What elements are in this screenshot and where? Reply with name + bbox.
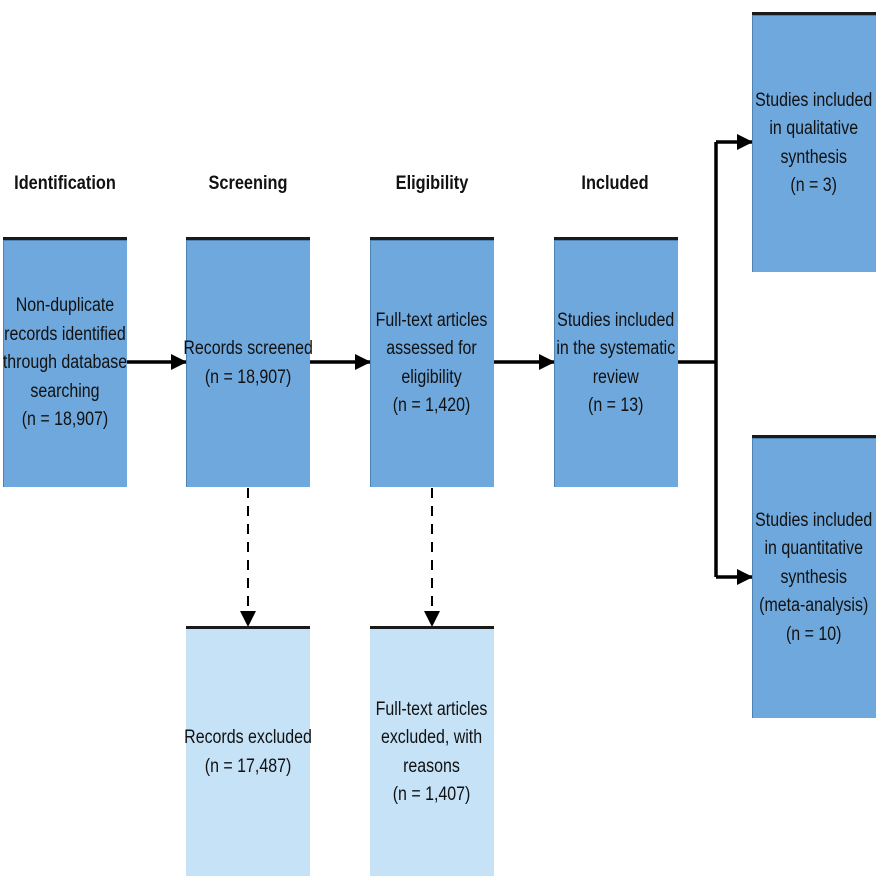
fulltext-excluded-line: reasons	[403, 755, 461, 777]
quantitative-line: synthesis	[780, 566, 848, 588]
records-excluded-box: Records excluded (n = 17,487)	[184, 626, 312, 876]
qualitative-line: in qualitative	[769, 118, 859, 139]
records-excluded-line: Records excluded	[184, 727, 312, 748]
quantitative-count: (n = 10)	[786, 623, 842, 645]
stage-header-included: Included	[581, 173, 649, 194]
fulltext-excluded-box: Full-text articles excluded, with reason…	[370, 626, 494, 876]
stage-header-eligibility: Eligibility	[395, 173, 469, 194]
quantitative-line: Studies included	[755, 509, 873, 531]
screening-line: Records screened	[183, 338, 313, 359]
included-line: Studies included	[557, 309, 675, 331]
eligibility-box: Full-text articles assessed for eligibil…	[370, 237, 494, 487]
identification-line: Non-duplicate	[15, 295, 115, 317]
fulltext-excluded-line: excluded, with	[381, 727, 483, 748]
qualitative-count: (n = 3)	[790, 175, 838, 196]
identification-line: searching	[30, 380, 100, 402]
fulltext-excluded-count: (n = 1,407)	[393, 784, 471, 805]
qualitative-synthesis-box: Studies included in qualitative synthesi…	[752, 12, 876, 272]
eligibility-count: (n = 1,420)	[393, 395, 471, 416]
stage-header-identification: Identification	[14, 173, 116, 194]
eligibility-line: eligibility	[401, 366, 463, 388]
qualitative-line: synthesis	[780, 146, 848, 168]
identification-line: through database	[2, 352, 128, 374]
included-line: in the systematic	[556, 338, 676, 359]
identification-line: records identified	[4, 323, 126, 345]
identification-box: Non-duplicate records identified through…	[3, 237, 127, 487]
qualitative-line: Studies included	[755, 89, 873, 111]
quantitative-synthesis-box: Studies included in quantitative synthes…	[752, 435, 876, 718]
records-excluded-count: (n = 17,487)	[204, 755, 292, 777]
quantitative-line: in quantitative	[764, 538, 864, 560]
eligibility-line: Full-text articles	[376, 309, 488, 331]
stage-header-screening: Screening	[208, 173, 288, 194]
included-line: review	[592, 366, 640, 388]
included-count: (n = 13)	[588, 395, 644, 416]
quantitative-line: (meta-analysis)	[759, 595, 869, 617]
screening-box: Records screened (n = 18,907)	[183, 237, 313, 487]
screening-count: (n = 18,907)	[204, 366, 292, 388]
eligibility-line: assessed for	[386, 338, 478, 359]
fulltext-excluded-line: Full-text articles	[376, 698, 488, 720]
identification-count: (n = 18,907)	[21, 409, 109, 431]
included-box: Studies included in the systematic revie…	[554, 237, 678, 487]
branch-connector	[678, 142, 718, 577]
